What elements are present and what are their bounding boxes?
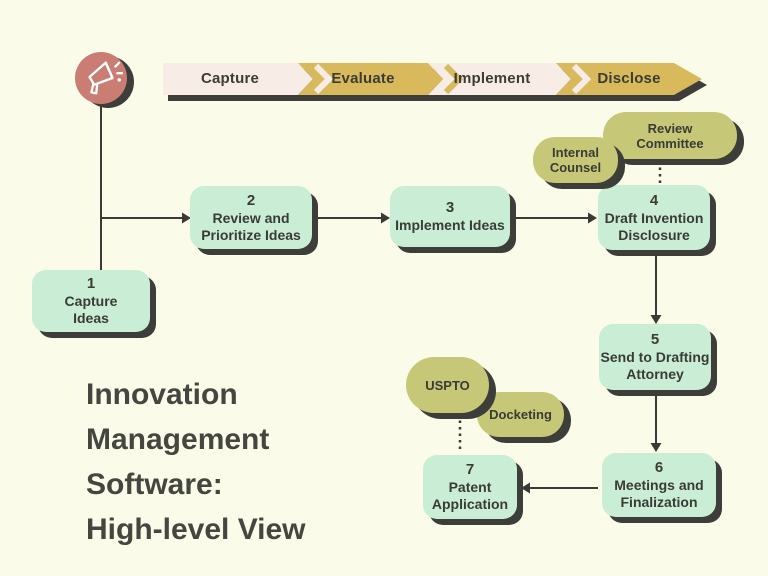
step-number: 2 xyxy=(246,191,256,209)
stage-segment-implement xyxy=(428,63,571,95)
step-number: 3 xyxy=(445,199,455,216)
stage-segment-disclose xyxy=(556,63,702,95)
step-label-line: Ideas xyxy=(73,310,109,326)
bubble-review-committee: Review Committee xyxy=(603,112,737,159)
title-line: High-level View xyxy=(86,513,306,546)
stage-label-capture: Capture xyxy=(200,70,260,87)
step-label-line: Review and xyxy=(212,209,290,226)
chevron-icon xyxy=(443,63,464,95)
stage-label-implement: Implement xyxy=(453,70,531,87)
step-label-line: Finalization xyxy=(620,494,698,510)
step-number: 1 xyxy=(86,275,96,292)
bubble-label-line: Counsel xyxy=(549,160,602,175)
bubble-internal-counsel: Internal Counsel xyxy=(533,137,618,183)
title-line: Innovation xyxy=(86,378,238,411)
step-label-line: Capture xyxy=(64,293,118,309)
step-box-capture-ideas: 1 Capture Ideas xyxy=(32,270,150,332)
step-box-patent-application: 7 Patent Application xyxy=(423,455,517,519)
step-label-line: Attorney xyxy=(626,366,684,382)
step-number: 5 xyxy=(650,331,660,348)
bubble-uspto: USPTO xyxy=(406,357,489,413)
step-box-send-to-drafting-attorney: 5 Send to Drafting Attorney xyxy=(599,324,711,390)
stage-label-disclose: Disclose xyxy=(597,70,661,87)
announcement-badge xyxy=(75,52,127,104)
step-label-line: Send to Drafting xyxy=(600,349,710,365)
step-label-line: Patent xyxy=(448,479,492,495)
page-title: Innovation Management Software: High-lev… xyxy=(86,372,306,552)
stage-banner xyxy=(163,63,707,101)
step-label-line: Meetings and xyxy=(614,477,704,493)
title-line: Software: xyxy=(86,468,223,501)
step-number: 6 xyxy=(654,459,664,476)
step-box-review-prioritize: 2 Review and Prioritize Ideas xyxy=(190,186,312,249)
step-number: 7 xyxy=(465,461,475,478)
step-box-implement-ideas: 3 Implement Ideas xyxy=(390,186,510,247)
stage-segment-capture xyxy=(163,63,313,95)
chevron-icon xyxy=(313,63,334,95)
stage-chevrons xyxy=(313,63,592,95)
title-line: Management xyxy=(86,423,270,456)
bubble-label-line: Docketing xyxy=(489,407,552,422)
stage-label-evaluate: Evaluate xyxy=(331,70,395,87)
chevron-icon xyxy=(571,63,592,95)
megaphone-icon xyxy=(88,61,124,95)
step-label-line: Implement Ideas xyxy=(395,217,505,233)
bubble-docketing: Docketing xyxy=(477,392,564,437)
bubble-label-line: Review xyxy=(647,120,693,136)
step-box-draft-invention-disclosure: 4 Draft Invention Disclosure xyxy=(598,185,710,250)
step-box-meetings-finalization: 6 Meetings and Finalization xyxy=(602,453,716,517)
step-label-line: Disclosure xyxy=(618,226,690,243)
bubble-label-line: USPTO xyxy=(425,377,470,393)
step-number: 4 xyxy=(649,191,659,209)
step-label-line: Application xyxy=(431,496,509,512)
bubble-label-line: Internal xyxy=(552,145,599,160)
bubble-label-line: Committee xyxy=(636,135,704,151)
step-label-line: Prioritize Ideas xyxy=(201,226,301,243)
stage-segment-evaluate xyxy=(298,63,443,95)
step-label-line: Draft Invention xyxy=(604,209,704,226)
